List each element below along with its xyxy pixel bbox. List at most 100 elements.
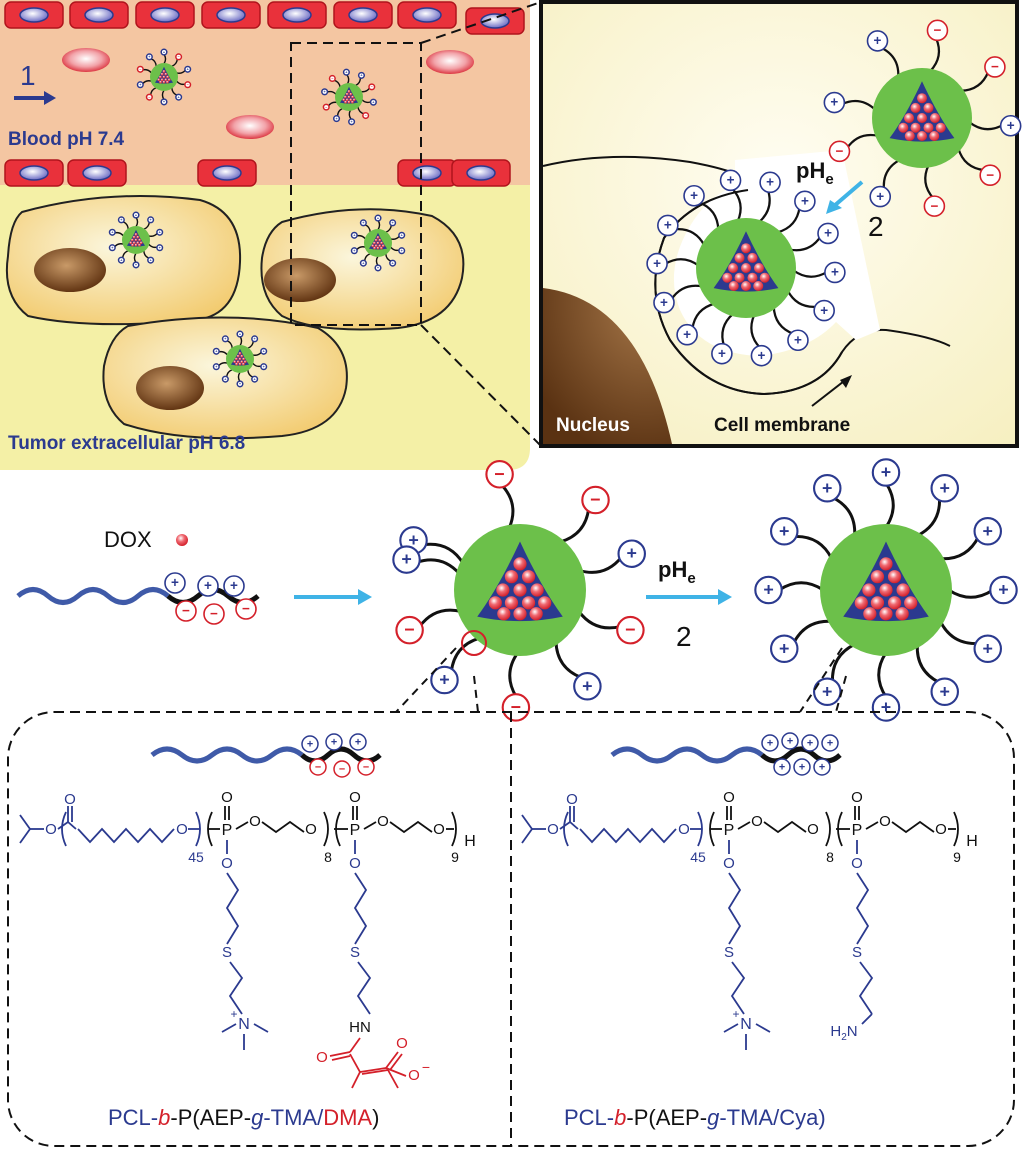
positive-charge xyxy=(301,735,319,753)
dox-drug xyxy=(162,75,166,79)
polymer-left-icon: +++−−− xyxy=(150,733,382,778)
plus-sign: + xyxy=(582,676,592,696)
positive-charge xyxy=(866,30,889,52)
dox-drug xyxy=(759,272,770,283)
atom-label: O xyxy=(377,813,389,830)
negative-charge xyxy=(145,93,153,101)
plus-sign: + xyxy=(111,246,114,250)
plus-sign: + xyxy=(766,175,774,190)
polymer-chain xyxy=(792,619,832,645)
membrane-pointer-head xyxy=(840,375,852,388)
dox-drug xyxy=(162,80,166,84)
plus-sign: + xyxy=(822,478,832,498)
positive-charge xyxy=(321,88,329,96)
dox-drug xyxy=(349,98,353,102)
repeat-count: 45 xyxy=(690,849,706,865)
negative-charge xyxy=(368,83,376,91)
endothelial-nucleus xyxy=(84,7,114,23)
bond xyxy=(559,820,579,830)
dox-drug xyxy=(380,241,384,245)
dox-drug xyxy=(910,102,921,113)
positive-charge xyxy=(236,380,244,388)
positive-charge xyxy=(813,758,831,776)
plus-sign: + xyxy=(120,218,123,222)
positive-charge xyxy=(781,732,799,750)
bond xyxy=(349,1053,387,1073)
positive-charge xyxy=(156,228,164,236)
negative-charge xyxy=(175,600,197,622)
atom-label: O xyxy=(851,789,863,806)
positive-charge xyxy=(164,572,186,594)
atom-label: O xyxy=(723,789,735,806)
plus-sign: + xyxy=(163,50,166,54)
tumor-cell xyxy=(260,208,465,331)
bond xyxy=(755,1023,771,1033)
polymer-chain xyxy=(721,312,734,347)
positive-charge xyxy=(999,114,1022,137)
zoom-box xyxy=(290,42,422,326)
positive-charge xyxy=(398,231,406,239)
plus-sign: + xyxy=(353,249,356,253)
dox-drug xyxy=(166,75,170,79)
dox-drug xyxy=(380,246,383,250)
endothelial-nucleus xyxy=(19,7,49,23)
dox-drug xyxy=(747,272,758,283)
dox-drug xyxy=(374,238,378,242)
dox-drug xyxy=(378,244,382,248)
bond xyxy=(389,1053,403,1071)
nanoparticle: ++++++++++++ xyxy=(754,458,1018,722)
tumor-ph-label: Tumor extracellular pH 6.8 xyxy=(8,433,245,454)
callout-line xyxy=(395,647,457,713)
bracket xyxy=(563,811,569,847)
red-blood-cell xyxy=(426,50,474,74)
red-blood-cells xyxy=(62,48,474,139)
plus-sign: + xyxy=(983,521,993,541)
plus-sign: + xyxy=(940,478,950,498)
polymer-chain xyxy=(793,535,834,560)
dox-drug xyxy=(917,93,927,104)
polymer-chain xyxy=(831,642,856,683)
negative-charge xyxy=(926,19,949,42)
bracket xyxy=(953,811,959,847)
endothelial-nucleus xyxy=(19,165,49,181)
positive-charge xyxy=(145,53,153,61)
positive-charge xyxy=(719,169,742,192)
positive-charge xyxy=(813,474,842,503)
phe-arrow-inset-head xyxy=(826,200,842,214)
dox-drug xyxy=(895,607,909,621)
dox-drug xyxy=(159,80,162,84)
polymer-chain xyxy=(422,542,465,565)
minus-sign: − xyxy=(139,67,142,71)
polymer-chain xyxy=(674,228,706,246)
polymer-chain xyxy=(416,558,461,575)
dox-drug xyxy=(138,238,142,242)
plus-sign: + xyxy=(204,578,212,593)
nanoparticle: ++++++++++ xyxy=(108,211,164,269)
plus-sign: + xyxy=(727,173,735,188)
dox-drug xyxy=(854,596,868,610)
plus-sign: + xyxy=(230,578,238,593)
plus-sign: + xyxy=(876,189,884,204)
atom-label: O xyxy=(678,821,690,838)
positive-charge xyxy=(973,634,1002,663)
atom-label: O xyxy=(751,813,763,830)
plus-sign: + xyxy=(331,736,337,748)
bond xyxy=(861,1013,873,1025)
polymer-chain xyxy=(731,187,742,222)
plus-sign: + xyxy=(830,95,838,110)
dox-drug xyxy=(164,78,168,82)
plus-sign: + xyxy=(171,575,179,590)
polymer-chain xyxy=(789,235,822,252)
minus-sign: − xyxy=(590,490,600,510)
callout-line xyxy=(835,675,847,713)
dox-drug xyxy=(243,360,247,364)
cell-nucleus xyxy=(136,366,204,410)
bond xyxy=(57,820,77,830)
dox-drug xyxy=(236,354,240,358)
minus-sign: − xyxy=(331,77,334,81)
plus-sign: + xyxy=(187,67,190,71)
plus-sign: + xyxy=(111,230,114,234)
nitrogen-label: N xyxy=(238,1016,250,1033)
plus-sign: + xyxy=(335,117,338,121)
